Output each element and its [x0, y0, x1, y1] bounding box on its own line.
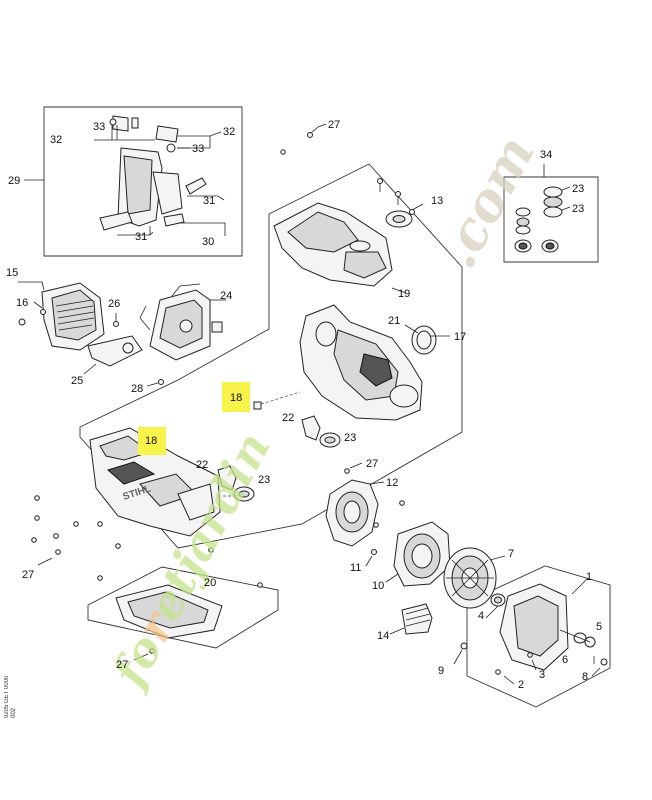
part-flywheel-7: [443, 547, 506, 609]
part-screw-28: [146, 379, 164, 387]
frame-filter-parts: [503, 176, 599, 263]
callout-6: 6: [562, 654, 568, 666]
part-filter-cover-15: [18, 281, 105, 351]
frame-carb-box: [43, 106, 243, 257]
frame-main-housing: [79, 163, 463, 549]
callout-19: 19: [398, 288, 410, 300]
part-clip-22-lower: [217, 465, 255, 502]
part-bottom-cover-20: [115, 584, 223, 639]
part-clip-22-upper: [301, 415, 341, 448]
part-shroud-assembly: [99, 115, 207, 231]
callout-33: 33: [93, 121, 105, 133]
callout-13: 13: [431, 195, 443, 207]
callout-14: 14: [377, 630, 389, 642]
frame-bottom-cover: [87, 566, 279, 649]
part-spacer-18: [253, 391, 301, 410]
part-screws-27-right: [373, 500, 405, 528]
part-screws-13: [377, 178, 424, 228]
part-ring-21: [404, 324, 437, 355]
callout-31: 31: [135, 231, 147, 243]
part-top-cover-19: [273, 202, 407, 294]
side-code-text-2: 002: [11, 707, 17, 718]
callout-22: 22: [282, 412, 294, 424]
part-fan-housing-12: [325, 462, 385, 547]
callout-7: 7: [508, 548, 514, 560]
callout-9: 9: [438, 665, 444, 677]
callout-27: 27: [116, 659, 128, 671]
callout-15: 15: [6, 267, 18, 279]
callout-17: 17: [454, 331, 466, 343]
callout-30: 30: [202, 236, 214, 248]
callout-24: 24: [220, 290, 232, 302]
callout-26: 26: [108, 298, 120, 310]
callout-23: 23: [344, 432, 356, 444]
callout-29: 29: [8, 175, 20, 187]
callout-1: 1: [586, 571, 592, 583]
part-filter-kit-34: [514, 164, 571, 253]
part-starter-10: [365, 521, 451, 587]
side-code-text: 9205 GET 0000: [4, 675, 10, 718]
part-screw-26: [113, 313, 119, 327]
callout-27: 27: [328, 119, 340, 131]
callout-11: 11: [350, 562, 361, 574]
callout-32: 32: [50, 134, 62, 146]
part-screws-27-left: [31, 495, 263, 661]
callout-18: 18: [230, 392, 242, 404]
watermark-domain: .com: [428, 126, 547, 278]
highlight-18-upper: [222, 382, 250, 412]
leader-lines-group-1: [24, 125, 226, 236]
part-rear-handle-housing: STIHL: [89, 427, 236, 537]
callout-34: 34: [540, 149, 552, 161]
part-lever-25: [83, 335, 143, 375]
part-carb-24: [139, 283, 226, 361]
callout-16: 16: [16, 297, 28, 309]
callout-20: 20: [204, 577, 216, 589]
part-housing-17: [299, 304, 450, 421]
callout-33: 33: [192, 143, 204, 155]
callout-5: 5: [596, 621, 602, 633]
callout-28: 28: [131, 383, 143, 395]
callout-27: 27: [22, 569, 34, 581]
callout-8: 8: [582, 671, 588, 683]
callout-10: 10: [372, 580, 384, 592]
callout-3: 3: [539, 669, 545, 681]
callout-31: 31: [203, 195, 215, 207]
callout-4: 4: [478, 610, 484, 622]
side-code: 9205 GET 0000 002: [4, 675, 17, 718]
callout-2: 2: [518, 679, 524, 691]
frame-crankcase: [466, 565, 611, 708]
callout-18: 18: [145, 435, 157, 447]
callout-23: 23: [572, 183, 584, 195]
part-av-element-14: [389, 603, 433, 635]
part-small-screws: [453, 605, 608, 685]
callout-27: 27: [366, 458, 378, 470]
highlight-18-lower: [138, 427, 166, 455]
part-screw-27-top: [280, 123, 327, 155]
callout-23: 23: [572, 203, 584, 215]
callout-25: 25: [71, 375, 83, 387]
callout-32: 32: [223, 126, 235, 138]
callout-labels: 33 32 32 33 29 31 31 30 27 34 23 23 13 1…: [6, 119, 602, 691]
callout-22: 22: [196, 459, 208, 471]
callout-12: 12: [386, 477, 398, 489]
part-crankcase-1: [490, 577, 596, 671]
callout-23: 23: [258, 474, 270, 486]
callout-21: 21: [388, 315, 400, 327]
